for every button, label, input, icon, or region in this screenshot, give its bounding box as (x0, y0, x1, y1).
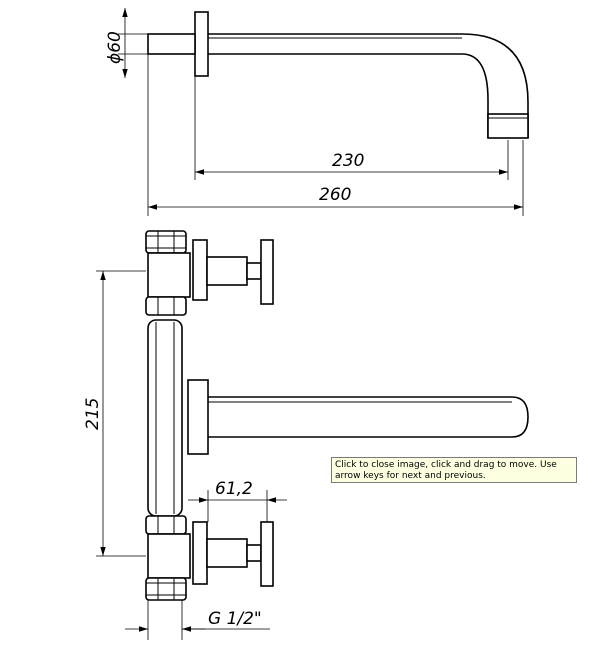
height-dimension: 215 (83, 270, 146, 557)
center-spout-pipe (208, 396, 529, 438)
top-valve-body (147, 252, 191, 298)
top-handle-cross (260, 239, 274, 305)
diameter-dimension: ϕ60 (105, 8, 148, 78)
top-handle-hub (246, 262, 262, 280)
spout-stub (147, 33, 196, 55)
bottom-nut (145, 577, 187, 601)
bottom-handle-stem (206, 538, 248, 568)
bottom-upper-nut (145, 515, 187, 535)
mixer-front-view (145, 230, 529, 601)
height-label: 215 (83, 398, 103, 430)
top-lower-nut (145, 296, 187, 316)
bottom-handle-cross (260, 521, 274, 587)
spout-length-label: 230 (332, 151, 364, 171)
bottom-valve-body (147, 533, 191, 579)
thread-dimension: G 1/2" (125, 600, 270, 640)
depth-label: 61,2 (215, 479, 253, 499)
thread-label: G 1/2" (208, 609, 262, 629)
spout-pipe-inner (208, 53, 489, 138)
diameter-label: ϕ60 (105, 31, 125, 64)
spout-flange (194, 11, 209, 77)
vertical-pipe (147, 319, 183, 517)
image-viewer-tooltip[interactable]: Click to close image, click and drag to … (331, 457, 577, 483)
bottom-handle-hub (246, 544, 262, 562)
center-spout-flange (187, 379, 209, 455)
total-length-dimension: 260 (147, 54, 524, 216)
top-handle-flange (192, 239, 208, 301)
spout-pipe-outer (208, 33, 529, 138)
total-length-label: 260 (319, 185, 351, 205)
depth-dimension: 61,2 (188, 479, 287, 522)
spout-length-dimension: 230 (194, 76, 509, 180)
top-nut (145, 230, 187, 254)
spout-top-view (147, 11, 529, 139)
bottom-handle-flange (192, 521, 208, 585)
top-handle-stem (206, 256, 248, 286)
